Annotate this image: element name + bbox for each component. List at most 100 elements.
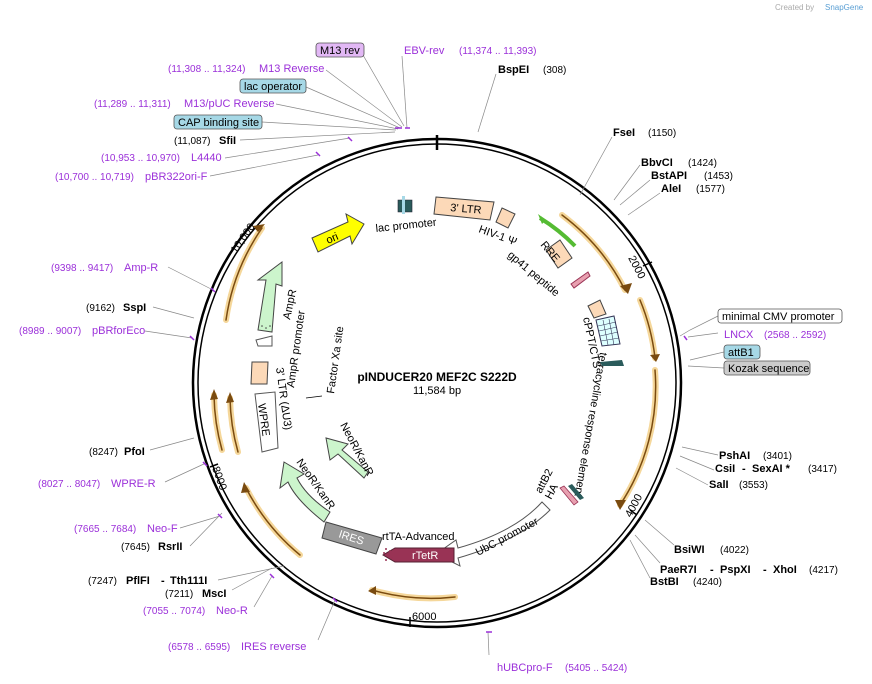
feature-ubc-label: UbC promoter: [474, 515, 541, 558]
primer-lncx[interactable]: LNCX: [724, 329, 754, 341]
site-sexai-pos: (3417): [808, 464, 837, 475]
site-pflfi[interactable]: PflFI: [126, 575, 150, 587]
primer-pbrforeco[interactable]: pBRforEco: [92, 325, 145, 337]
ampr-dots: [261, 325, 271, 329]
orf-arcs: [211, 212, 659, 602]
primer-ires-reverse[interactable]: IRES reverse: [241, 641, 306, 653]
site-xhoi[interactable]: XhoI: [773, 564, 797, 576]
primer-wpre-r[interactable]: WPRE-R: [111, 478, 156, 490]
feature-ori[interactable]: [311, 213, 365, 253]
feature-neor-inner[interactable]: [325, 437, 369, 479]
feature-tre-block[interactable]: [595, 315, 621, 347]
green-orf-head: [538, 214, 546, 224]
feature-ltr3du3-box[interactable]: [250, 361, 269, 385]
box-kozak[interactable]: [723, 360, 811, 376]
feature-ampr[interactable]: [256, 261, 283, 333]
feature-ori-label: ori: [324, 231, 340, 247]
site-bbvci[interactable]: BbvCI: [641, 157, 673, 169]
primer-neo-r-pos: (7055 .. 7074): [143, 606, 205, 617]
feature-tre-label: tetracycline response element: [572, 351, 609, 497]
site-bsiwi[interactable]: BsiWI: [674, 544, 705, 556]
primer-hubcpro-f[interactable]: hUBCpro-F: [497, 662, 553, 674]
box-m13-rev[interactable]: [315, 42, 365, 58]
brand-created-by: Created by: [775, 3, 814, 12]
box-attb1-label: attB1: [728, 347, 754, 359]
feature-rtetr[interactable]: [382, 547, 455, 563]
primer-amp-r[interactable]: Amp-R: [124, 262, 158, 274]
tick-2000: 2000: [625, 254, 647, 281]
site-bsiwi-pos: (4022): [720, 545, 749, 556]
box-attb1[interactable]: [723, 344, 761, 360]
tick-6000: 6000: [412, 611, 436, 623]
feature-gp41-mark[interactable]: [570, 271, 591, 289]
primer-ebv-rev[interactable]: EBV-rev: [404, 45, 445, 57]
primer-m13-reverse[interactable]: M13 Reverse: [259, 63, 324, 75]
site-pshai[interactable]: PshAI: [719, 450, 750, 462]
feature-hiv-box[interactable]: [495, 207, 516, 229]
site-bstapi-pos: (1453): [704, 171, 733, 182]
site-bstbi-pos: (4240): [693, 577, 722, 588]
feature-ltr3-label: 3' LTR: [450, 202, 482, 217]
site-bbvci-pos: (1424): [688, 158, 717, 169]
site-sexai[interactable]: SexAI *: [752, 463, 791, 475]
site-tth111i[interactable]: Tth111I: [170, 575, 207, 587]
primer-m13puc[interactable]: M13/pUC Reverse: [184, 98, 274, 110]
feature-attb1-mark[interactable]: [600, 360, 624, 366]
feature-factorxa-label: Factor Xa site: [325, 326, 346, 395]
site-pfoi[interactable]: PfoI: [124, 446, 145, 458]
tre-hatch: [597, 318, 620, 346]
site-sali[interactable]: SalI: [709, 479, 729, 491]
primer-neo-f[interactable]: Neo-F: [147, 523, 178, 535]
brand-snapgene[interactable]: SnapGene: [825, 3, 864, 12]
primer-ebv-rev-pos: (11,374 .. 11,393): [459, 46, 536, 57]
site-fsei[interactable]: FseI: [613, 127, 635, 139]
feature-rre-box[interactable]: [545, 239, 573, 269]
site-fsei-pos: (1150): [648, 128, 676, 139]
site-msci[interactable]: MscI: [202, 588, 226, 600]
primer-l4440[interactable]: L4440: [191, 152, 222, 164]
site-csii[interactable]: CsiI: [715, 463, 735, 475]
primer-ires-reverse-pos: (6578 .. 6595): [168, 642, 230, 653]
site-sfii[interactable]: SfiI: [219, 135, 236, 147]
site-bspei[interactable]: BspEI: [498, 64, 529, 76]
feature-cppt-box[interactable]: [587, 299, 607, 319]
primer-ticks: [189, 127, 688, 633]
site-rsrii-pos: (7645): [121, 542, 150, 553]
primer-neo-r[interactable]: Neo-R: [216, 605, 248, 617]
primer-pbr322ori[interactable]: pBR322ori-F: [145, 171, 208, 183]
site-alei[interactable]: AleI: [661, 183, 681, 195]
feature-attb2-mark[interactable]: [568, 484, 584, 500]
box-kozak-label: Kozak sequence: [728, 363, 809, 375]
primer-m13puc-pos: (11,289 .. 11,311): [94, 99, 171, 110]
site-bstapi[interactable]: BstAPI: [651, 170, 687, 182]
site-paer7i[interactable]: PaeR7I: [660, 564, 697, 576]
box-cap-site[interactable]: [173, 114, 263, 130]
primer-amp-r-pos: (9398 .. 9417): [51, 263, 113, 274]
feature-wpre-label: WPRE: [255, 403, 271, 437]
primer-pbrforeco-pos: (8989 .. 9007): [19, 326, 81, 337]
box-min-cmv[interactable]: [717, 308, 843, 324]
primer-l4440-pos: (10,953 .. 10,970): [101, 153, 180, 164]
box-lac-operator[interactable]: [239, 78, 307, 94]
feature-ha-mark[interactable]: [559, 485, 579, 506]
feature-wpre[interactable]: [254, 391, 279, 453]
site-sspi-pos: (9162): [86, 303, 115, 314]
feature-factorxa-line: [305, 395, 323, 399]
site-bstbi[interactable]: BstBI: [650, 576, 679, 588]
site-pfoi-pos: (8247): [89, 447, 118, 458]
site-sali-pos: (3553): [739, 480, 768, 491]
feature-ampr-promoter[interactable]: [255, 335, 273, 347]
site-rsrii[interactable]: RsrII: [158, 541, 182, 553]
site-pspxi[interactable]: PspXI: [720, 564, 751, 576]
feature-ltr3[interactable]: [433, 196, 495, 221]
feature-ires[interactable]: [321, 521, 383, 555]
primer-wpre-r-pos: (8027 .. 8047): [38, 479, 100, 490]
site-msci-pos: (7211): [165, 589, 193, 600]
site-csii-dash: -: [742, 463, 746, 475]
site-sspi[interactable]: SspI: [123, 302, 146, 314]
site-pshai-pos: (3401): [763, 451, 792, 462]
primer-hubcpro-f-pos: (5405 .. 5424): [565, 663, 627, 674]
feature-neor-outer[interactable]: [279, 461, 331, 523]
feature-lac-operator-mark[interactable]: [402, 196, 405, 214]
